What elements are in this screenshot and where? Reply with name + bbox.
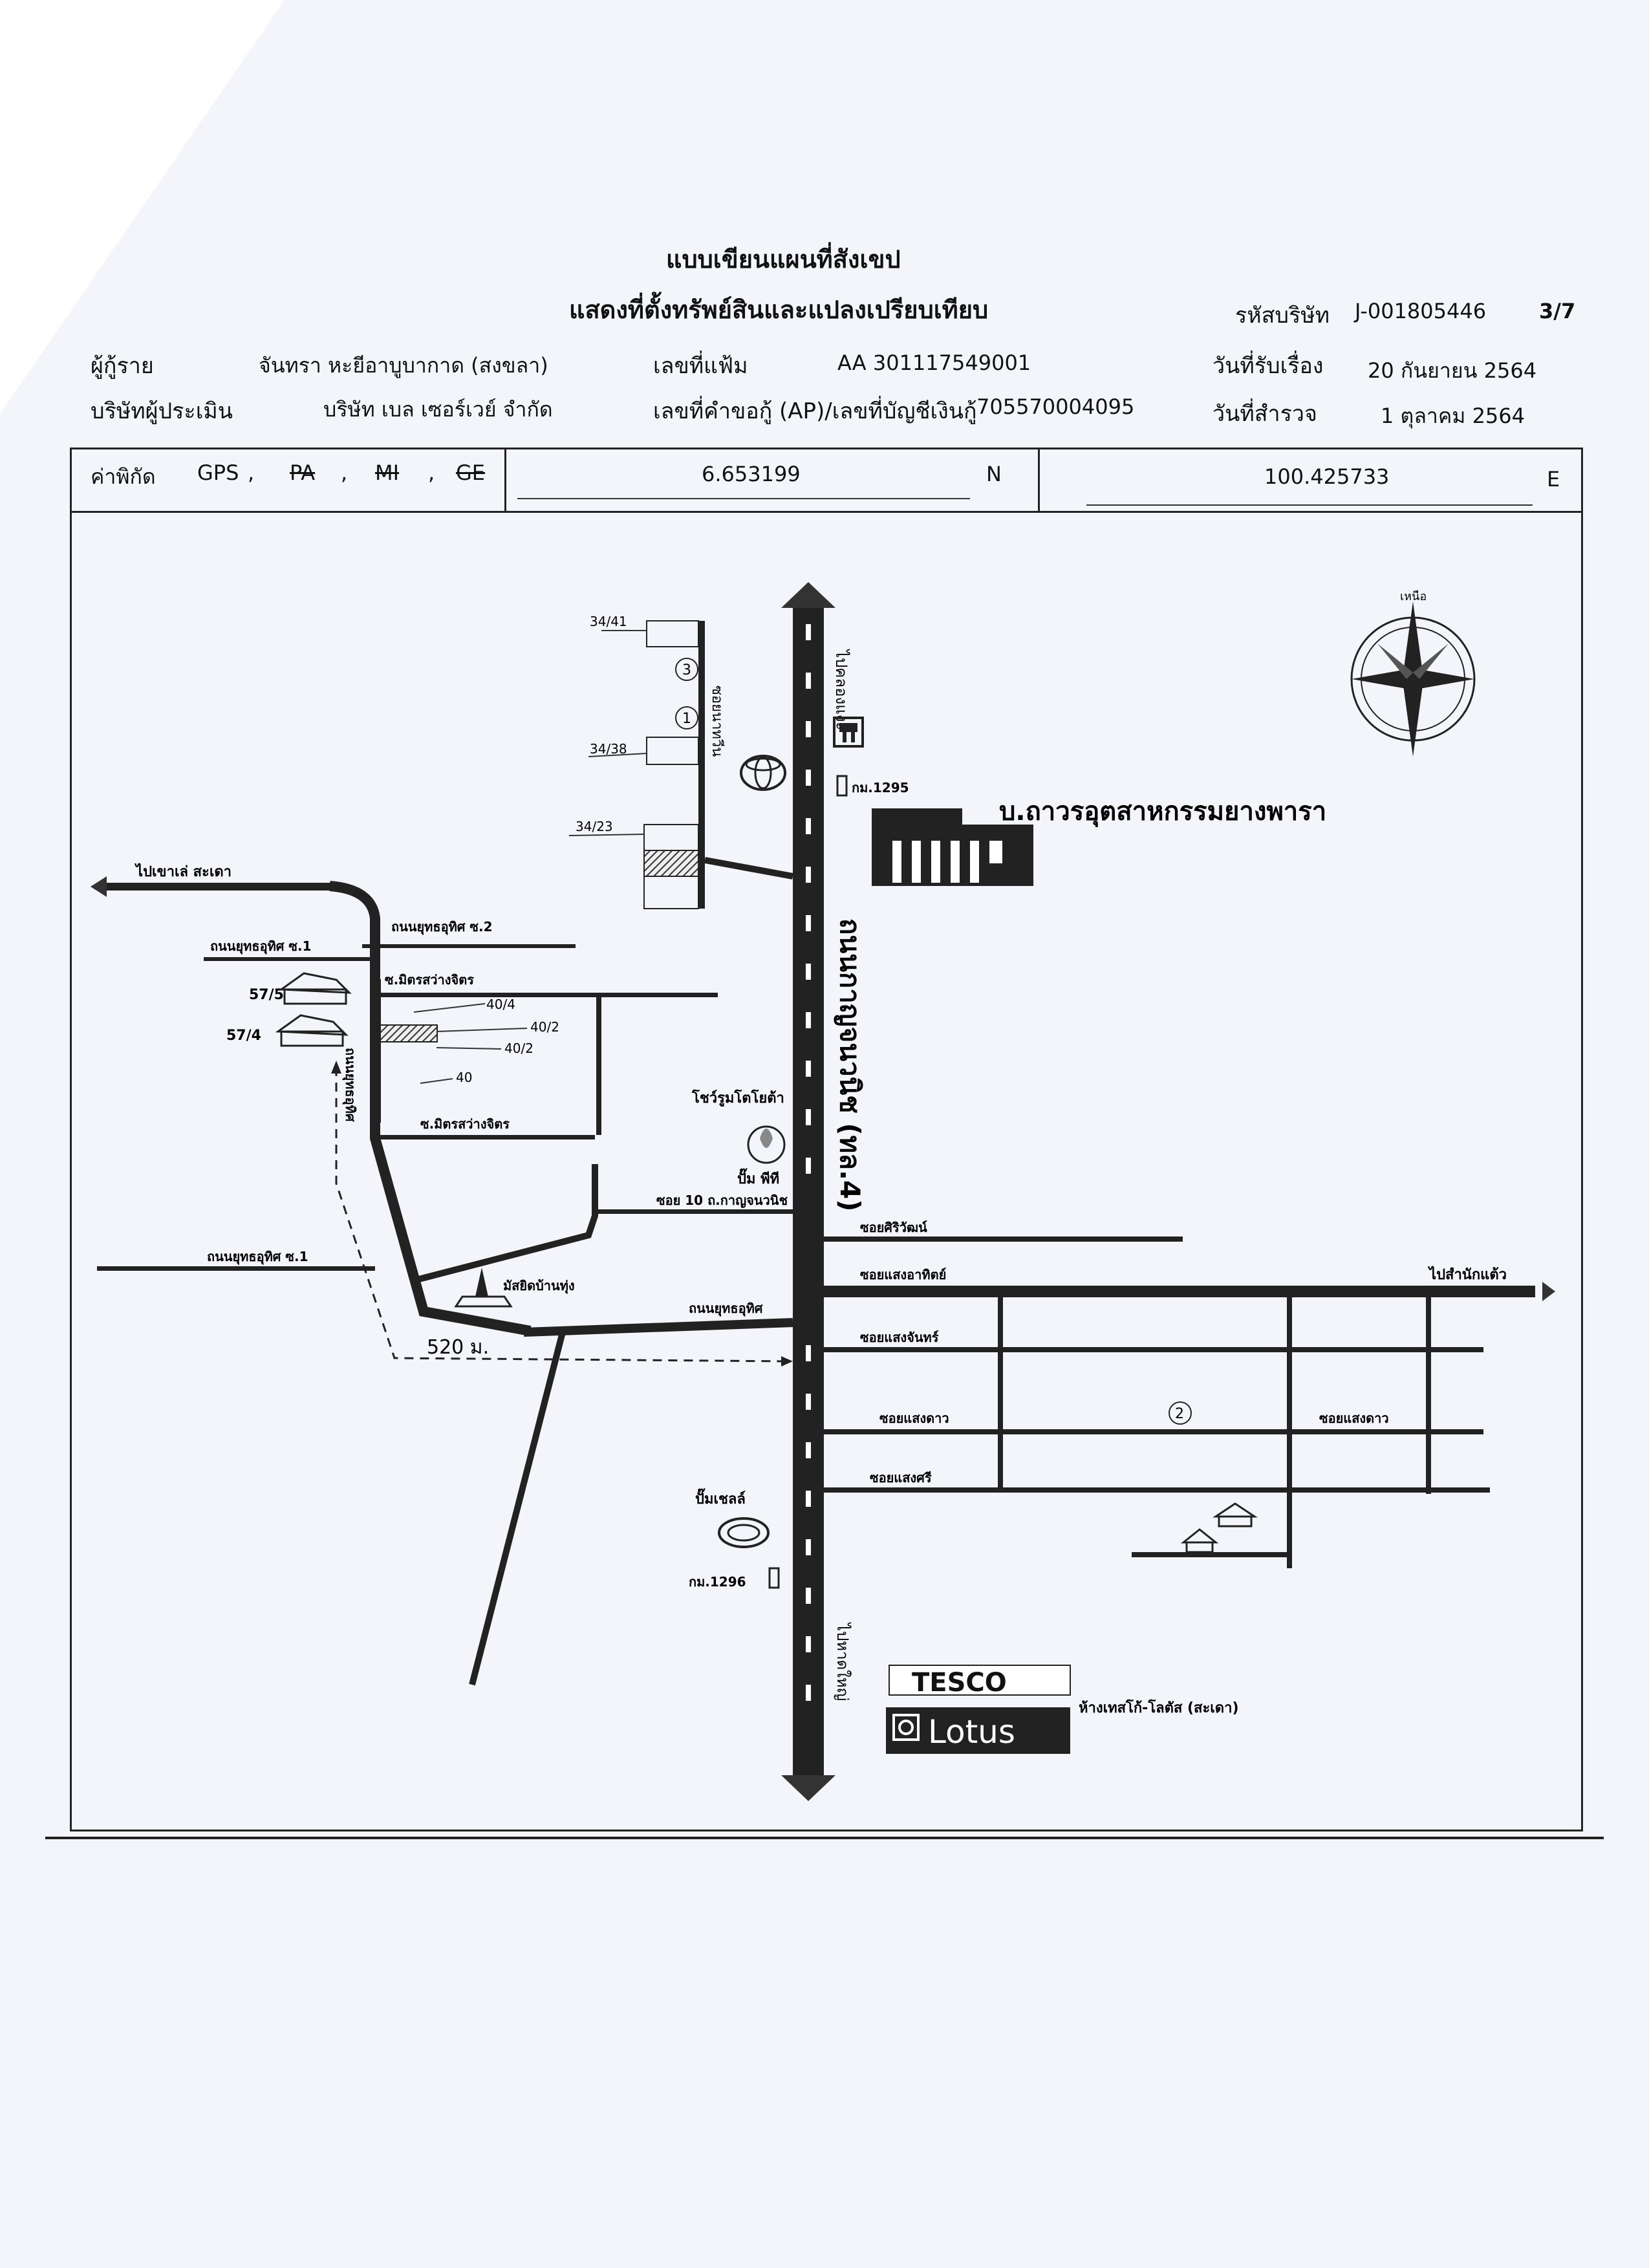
folded-corner	[0, 0, 285, 414]
yothin-1-label: ถนนยุทธอุทิศ ซ.1	[207, 1249, 308, 1265]
title-line-1: แบบเขียนแผนที่สังเขป	[666, 245, 901, 274]
coord-col-divider-2	[1038, 448, 1040, 512]
map-frame	[70, 448, 1583, 1831]
mosque-label: มัสยิดบ้านทุ่ง	[503, 1278, 575, 1294]
to-east-label: ไปสำนักแต้ว	[1428, 1266, 1507, 1283]
km-post-1296-icon	[768, 1567, 780, 1589]
lot-3423: 34/23	[576, 819, 613, 834]
marker-3: 3	[682, 662, 691, 678]
marker-1: 1	[682, 711, 691, 727]
tesco-lotus-logo-icon	[886, 1665, 1071, 1754]
soi-saeng-chan-label: ซอยแสงจันทร์	[860, 1330, 939, 1345]
yothin-main-label: ถนนยุทธอุทิศ	[689, 1301, 764, 1317]
coord-col-divider-1	[504, 448, 506, 512]
to-west-label: ไปเขาเล่ สะเดา	[135, 863, 232, 880]
house-east-icon	[1180, 1502, 1258, 1553]
soi-saeng-dao-label: ซอยแสงดาว	[879, 1410, 949, 1426]
compass-north-label: เหนือ	[1400, 590, 1427, 603]
shell-pump-label: ปั๊มเชลล์	[695, 1488, 746, 1507]
km1295-label: กม.1295	[852, 780, 909, 795]
file-no-label: เลขที่แฟ้ม	[653, 353, 748, 379]
borrower-label: ผู้กู้ราย	[91, 353, 154, 379]
longitude: 100.425733	[1264, 464, 1390, 489]
borrower-name: จันทรา หะยีอาบูบากาด (สงขลา)	[259, 353, 548, 378]
received-date-label: วันที่รับเรื่อง	[1212, 353, 1324, 379]
coord-row-divider	[70, 511, 1581, 513]
main-road-label: ถนนกาญจนวนิช (ทล.4)	[834, 918, 866, 1211]
lot-402a: 40/2	[530, 1019, 559, 1035]
marker-2: 2	[1175, 1406, 1184, 1422]
distance-label: 520 ม.	[427, 1336, 489, 1359]
soi-saeng-sri-label: ซอยแสงศรี	[870, 1470, 932, 1485]
lot-575: 57/5	[249, 987, 284, 1003]
coord-mi: MI	[375, 460, 400, 485]
lot-574: 57/4	[226, 1028, 261, 1044]
yothin-1-top-label: ถนนยุทธอุทิศ ซ.1	[210, 938, 312, 955]
tesco-logo-text: TESCO	[912, 1668, 1007, 1698]
survey-date-label: วันที่สำรวจ	[1212, 401, 1317, 427]
coord-ge: GE	[456, 460, 486, 485]
coord-label: ค่าพิกัด	[91, 464, 156, 489]
tesco-label: ห้างเทสโก้-โลตัส (สะเดา)	[1079, 1699, 1239, 1716]
soi-siriwat-label: ซอยศิริวัฒน์	[860, 1220, 927, 1235]
factory-building	[872, 808, 1033, 886]
km1296-label: กม.1296	[689, 1574, 746, 1590]
soi-mit-1-label: ซ.มิตรสว่างจิตร	[385, 972, 474, 988]
toyota-showroom-label: โชว์รูมโตโยต้า	[691, 1089, 784, 1107]
compass-icon	[1350, 601, 1476, 757]
file-no: AA 301117549001	[837, 351, 1031, 375]
lotus-logo-text: Lotus	[928, 1713, 1015, 1751]
shell-pump-icon	[718, 1517, 770, 1548]
main-highway	[781, 582, 835, 1801]
coord-gps: GPS	[197, 460, 239, 485]
latitude: 6.653199	[702, 462, 801, 486]
yothin-vertical-label: ถนนยุทธอุทิศ	[342, 1048, 358, 1123]
soi-saeng-dao2-label: ซอยแสงดาว	[1319, 1410, 1389, 1426]
house-574-icon	[275, 1014, 349, 1047]
pt-pump-icon	[747, 1125, 786, 1164]
mosque-icon	[454, 1268, 513, 1308]
survey-date: 1 ตุลาคม 2564	[1381, 404, 1525, 428]
lot-404: 40/4	[486, 997, 515, 1012]
coord-pa: PA	[290, 460, 316, 485]
lots-road-north	[643, 620, 793, 909]
company-code: J-001805446	[1355, 299, 1487, 323]
soi-nathee-label: ซอยนาทวีน	[709, 686, 725, 757]
appraiser-name: บริษัท เบล เซอร์เวย์ จำกัด	[323, 397, 553, 422]
house-575-icon	[278, 972, 352, 1005]
request-label: เลขที่คำขอกู้ (AP)/เลขที่บัญชีเงินกู้	[653, 398, 977, 424]
lot-3441: 34/41	[590, 614, 627, 629]
km-post-1295-icon	[836, 775, 848, 797]
bottom-rule	[45, 1837, 1604, 1839]
longitude-dir: E	[1547, 467, 1560, 491]
title-line-2: แสดงที่ตั้งทรัพย์สินและแปลงเปรียบเทียบ	[569, 296, 989, 324]
dealer-logo-icon	[833, 717, 864, 748]
west-roads	[91, 876, 793, 1686]
pt-pump-label: ปั๊ม พีที	[737, 1168, 779, 1187]
east-roads	[824, 1237, 1555, 1568]
yothin-2-label: ถนนยุทธอุทิศ ซ.2	[391, 919, 493, 935]
lot-3438: 34/38	[590, 741, 627, 757]
soi-saeng-athit-label: ซอยแสงอาทิตย์	[860, 1267, 946, 1282]
to-south-label: ไปหาดใหญ่	[834, 1622, 852, 1701]
latitude-dir: N	[986, 462, 1002, 486]
company-code-label: รหัสบริษัท	[1235, 303, 1330, 329]
appraiser-label: บริษัทผู้ประเมิน	[91, 398, 233, 424]
toyota-logo-icon	[740, 755, 786, 791]
soi-10-label: ซอย 10 ถ.กาญจนวนิช	[656, 1193, 788, 1208]
request-no: 705570004095	[976, 394, 1135, 419]
lot-402b: 40/2	[504, 1041, 534, 1056]
page-number: 3/7	[1539, 299, 1576, 323]
soi-mit-2-label: ซ.มิตรสว่างจิตร	[420, 1116, 510, 1132]
factory-label: บ.ถาวรอุตสาหกรรมยางพารา	[999, 797, 1326, 828]
lot-40: 40	[456, 1070, 472, 1085]
received-date: 20 กันยายน 2564	[1368, 358, 1537, 383]
